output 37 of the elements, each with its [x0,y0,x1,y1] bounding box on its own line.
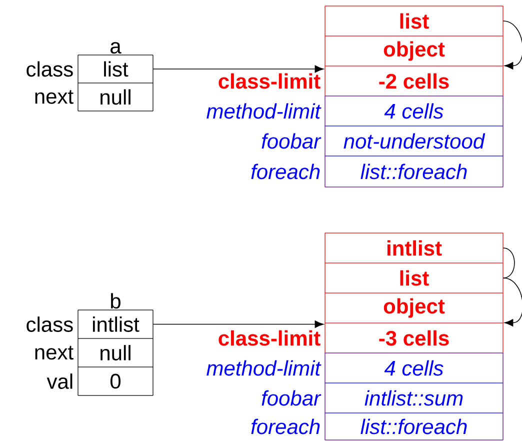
table-cell: null [78,338,154,368]
table-cell: intlist [324,232,504,264]
object-name: a [110,42,122,54]
row-label: val [46,374,72,389]
row-label: method-limit [206,103,322,119]
row-label: next [35,346,74,360]
table-cell: 0 [78,366,154,396]
table-cell: list::foreach [324,412,504,440]
table-cell: list [78,54,154,84]
row-label: class [26,61,73,77]
arrow [152,65,324,73]
row-label: method-limit [206,360,322,376]
arrow [152,320,324,328]
table-cell: intlist::sum [324,382,504,414]
table-cell: object [324,292,504,324]
row-label: foobar [262,390,322,406]
table-cell: list::foreach [324,156,504,188]
object-name: b [111,293,120,309]
table-cell: 4 cells [324,96,504,126]
table-cell: intlist [78,310,154,339]
table-cell: 4 cells [324,352,504,384]
table-cell: -2 cells [324,66,504,96]
table-cell: list [324,6,504,36]
arrow [502,278,522,326]
row-label: foreach [251,418,320,434]
table-cell: -3 cells [324,322,504,354]
row-label: foobar [262,133,322,149]
row-label: next [35,90,74,104]
row-label: foreach [251,164,320,180]
table-cell: object [324,36,504,66]
row-label: class-limit [218,330,320,346]
table-cell: list [324,262,504,294]
row-label: class [26,316,73,332]
table-cell: null [78,82,154,112]
table-cell: not-understood [324,126,504,156]
row-label: class-limit [218,73,320,89]
arrow [502,20,522,70]
